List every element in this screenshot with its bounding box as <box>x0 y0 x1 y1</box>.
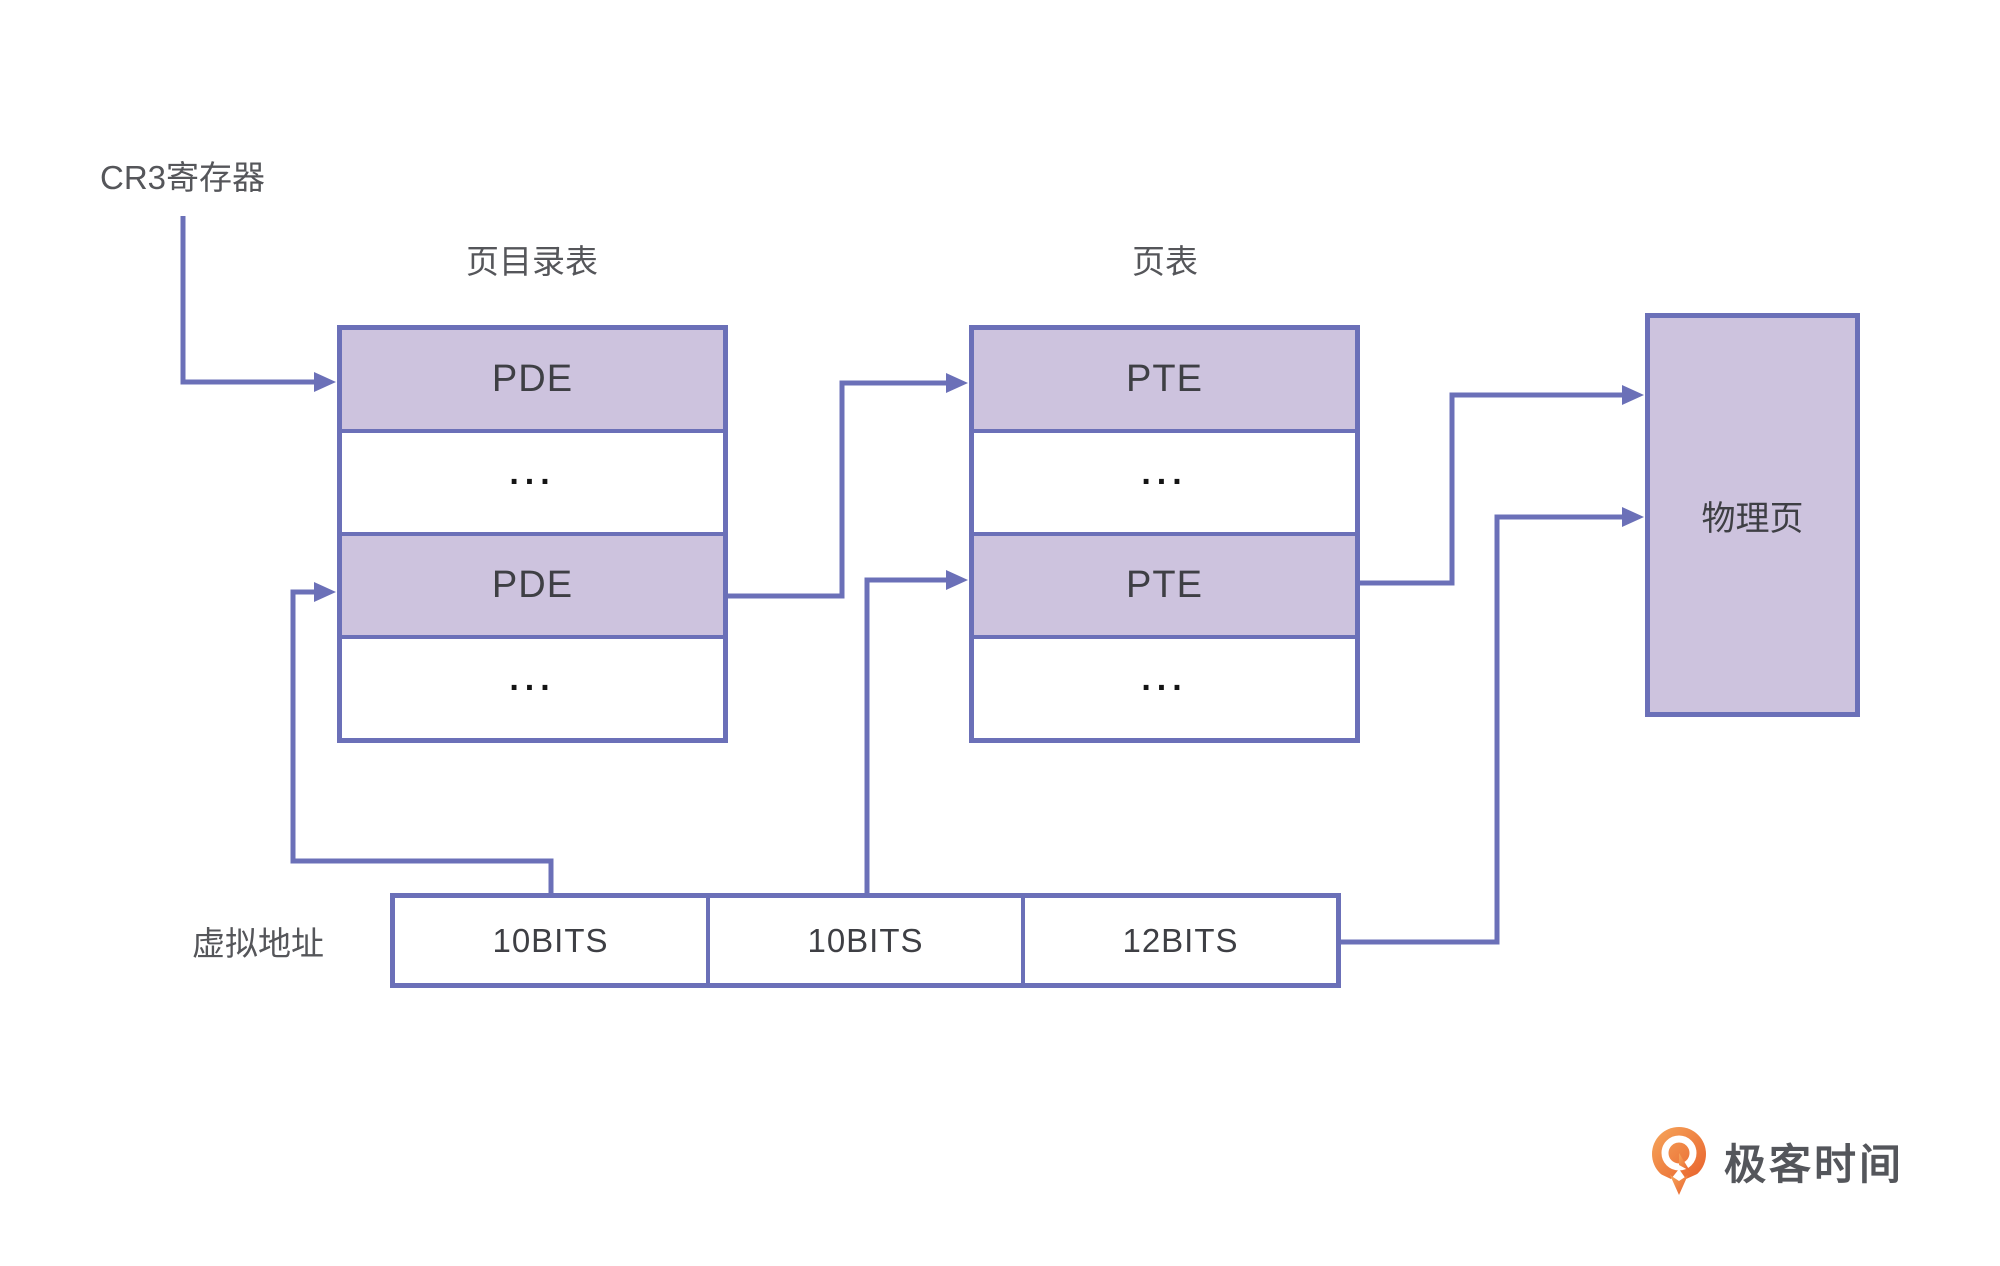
pde2-to-pte1-arrow <box>726 373 968 599</box>
ellipsis-dots: ... <box>509 454 556 492</box>
pde-row-1: PDE <box>342 330 723 429</box>
pagetable-ellipsis-row-2: ... <box>974 635 1355 738</box>
ellipsis-dots: ... <box>1141 660 1188 698</box>
vabits3-to-physical-page-arrow <box>1339 507 1644 945</box>
virtual-address-box: 10BITS 10BITS 12BITS <box>390 893 1341 988</box>
virtual-address-segment-3: 12BITS <box>1021 898 1336 983</box>
geektime-pin-icon <box>1652 1127 1706 1195</box>
pte-row-2: PTE <box>974 532 1355 635</box>
physical-page-box: 物理页 <box>1645 313 1860 717</box>
page-directory-table-title: 页目录表 <box>466 243 598 280</box>
ellipsis-dots: ... <box>1141 454 1188 492</box>
directory-ellipsis-row-1: ... <box>342 429 723 532</box>
pte-row-1: PTE <box>974 330 1355 429</box>
geektime-logo: 极客时间 <box>1650 1125 1904 1199</box>
pagetable-ellipsis-row-1: ... <box>974 429 1355 532</box>
page-table-title: 页表 <box>1132 243 1198 280</box>
virtual-address-segment-2: 10BITS <box>706 898 1021 983</box>
vabits2-to-pte2-arrow <box>864 570 968 894</box>
virtual-address-segment-1: 10BITS <box>492 921 609 959</box>
page-directory-table: PDE ... PDE ... <box>337 325 728 743</box>
virtual-address-label: 虚拟地址 <box>192 925 324 962</box>
cr3-register-label: CR3寄存器 <box>100 159 266 196</box>
pte2-to-physical-page-arrow <box>1358 385 1644 586</box>
page-table: PTE ... PTE ... <box>969 325 1360 743</box>
geektime-logo-text: 极客时间 <box>1724 1141 1905 1188</box>
cr3-to-pde1-arrow <box>180 216 336 392</box>
pde-row-2: PDE <box>342 532 723 635</box>
directory-ellipsis-row-2: ... <box>342 635 723 738</box>
ellipsis-dots: ... <box>509 660 556 698</box>
